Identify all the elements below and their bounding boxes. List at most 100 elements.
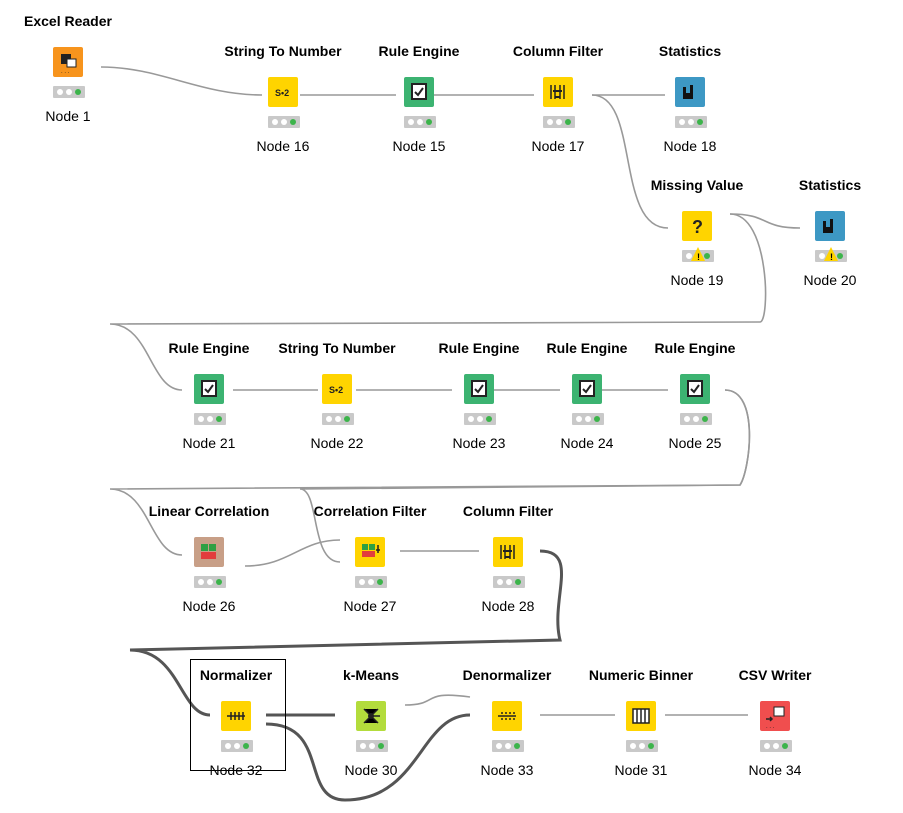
column-filter-icon [493, 537, 523, 567]
node-status [675, 116, 707, 128]
node-status [493, 576, 525, 588]
node-status [355, 576, 387, 588]
node-correlation-filter[interactable]: Correlation Filter Node 27 [310, 503, 430, 633]
node-label: Node 22 [310, 435, 364, 451]
node-label: Node 25 [668, 435, 722, 451]
warning-icon: ! [824, 247, 838, 262]
column-filter-icon [543, 77, 573, 107]
node-title: Rule Engine [378, 43, 460, 59]
node-label: Node 1 [45, 108, 91, 124]
node-normalizer[interactable]: Normalizer Node 32 [176, 667, 296, 797]
node-string-to-number-22[interactable]: String To Number S•2 Node 22 [277, 340, 397, 470]
node-title: Excel Reader [24, 13, 112, 29]
node-title: Numeric Binner [588, 667, 694, 683]
node-denormalizer[interactable]: Denormalizer Node 33 [447, 667, 567, 797]
node-title: k-Means [342, 667, 400, 683]
node-label: Node 31 [614, 762, 668, 778]
node-title: Rule Engine [168, 340, 250, 356]
node-title: Statistics [658, 43, 722, 59]
node-title: Correlation Filter [313, 503, 427, 519]
linear-correlation-icon [194, 537, 224, 567]
node-label: Node 19 [670, 272, 724, 288]
node-status [626, 740, 658, 752]
string-to-number-icon: S•2 [268, 77, 298, 107]
string-to-number-icon: S•2 [322, 374, 352, 404]
csv-writer-icon: . . . [760, 701, 790, 731]
node-label: Node 24 [560, 435, 614, 451]
node-rule-engine[interactable]: Rule Engine Node 15 [359, 43, 479, 173]
svg-text:!: ! [697, 252, 700, 262]
node-status [268, 116, 300, 128]
node-rule-engine-25[interactable]: Rule Engine Node 25 [635, 340, 755, 470]
node-label: Node 18 [663, 138, 717, 154]
statistics-icon [815, 211, 845, 241]
node-title: Linear Correlation [148, 503, 270, 519]
denormalizer-icon [492, 701, 522, 731]
node-label: Node 23 [452, 435, 506, 451]
node-status [464, 413, 496, 425]
node-rule-engine-23[interactable]: Rule Engine Node 23 [419, 340, 539, 470]
selection-frame [190, 659, 286, 771]
node-k-means[interactable]: k-Means Node 30 [311, 667, 431, 797]
rule-engine-icon [572, 374, 602, 404]
numeric-binner-icon [626, 701, 656, 731]
node-label: Node 34 [748, 762, 802, 778]
svg-text:. . .: . . . [61, 69, 70, 75]
wire-30-33 [404, 694, 471, 706]
k-means-icon [356, 701, 386, 731]
node-rule-engine-24[interactable]: Rule Engine Node 24 [527, 340, 647, 470]
node-status [221, 740, 253, 752]
node-title: Denormalizer [462, 667, 552, 683]
wire-25-27 [299, 389, 751, 563]
node-label: Node 27 [343, 598, 397, 614]
node-status [760, 740, 792, 752]
rule-engine-icon [404, 77, 434, 107]
wire-19-20 [729, 213, 801, 229]
node-column-filter[interactable]: Column Filter Node 17 [498, 43, 618, 173]
node-title: Column Filter [512, 43, 604, 59]
node-title: Missing Value [650, 177, 744, 193]
node-status [572, 413, 604, 425]
node-string-to-number[interactable]: String To Number S•2 Node 16 [223, 43, 343, 173]
node-label: Node 26 [182, 598, 236, 614]
correlation-filter-icon [355, 537, 385, 567]
node-title: String To Number [224, 43, 342, 59]
node-label: Node 20 [803, 272, 857, 288]
node-title: Rule Engine [546, 340, 628, 356]
svg-text:. . .: . . . [766, 724, 775, 730]
node-label: Node 15 [392, 138, 446, 154]
svg-text:!: ! [830, 252, 833, 262]
node-statistics[interactable]: Statistics Node 18 [630, 43, 750, 173]
svg-text:S•2: S•2 [329, 385, 343, 395]
normalizer-icon [221, 701, 251, 731]
node-title: Rule Engine [438, 340, 520, 356]
node-title: String To Number [278, 340, 396, 356]
node-excel-reader[interactable]: Excel Reader . . . Node 1 [8, 13, 128, 143]
node-label: Node 21 [182, 435, 236, 451]
node-label: Node 30 [344, 762, 398, 778]
node-status [194, 576, 226, 588]
node-label: Node 17 [531, 138, 585, 154]
node-column-filter-28[interactable]: Column Filter Node 28 [448, 503, 568, 633]
svg-text:S•2: S•2 [275, 88, 289, 98]
node-linear-correlation[interactable]: Linear Correlation Node 26 [149, 503, 270, 633]
svg-text:?: ? [692, 217, 703, 237]
node-status [492, 740, 524, 752]
node-title: CSV Writer [738, 667, 812, 683]
node-missing-value[interactable]: Missing Value ? ! Node 19 [637, 177, 757, 307]
node-status [404, 116, 436, 128]
rule-engine-icon [680, 374, 710, 404]
node-statistics-2[interactable]: Statistics ! Node 20 [770, 177, 890, 307]
node-status [356, 740, 388, 752]
node-status [194, 413, 226, 425]
node-status [680, 413, 712, 425]
node-status: ! [815, 247, 847, 262]
rule-engine-icon [194, 374, 224, 404]
node-title: Statistics [798, 177, 862, 193]
node-csv-writer[interactable]: CSV Writer . . . Node 34 [715, 667, 835, 797]
node-label: Node 33 [480, 762, 534, 778]
wire-32-33 [265, 713, 471, 802]
node-rule-engine-21[interactable]: Rule Engine Node 21 [149, 340, 269, 470]
node-numeric-binner[interactable]: Numeric Binner Node 31 [581, 667, 701, 797]
